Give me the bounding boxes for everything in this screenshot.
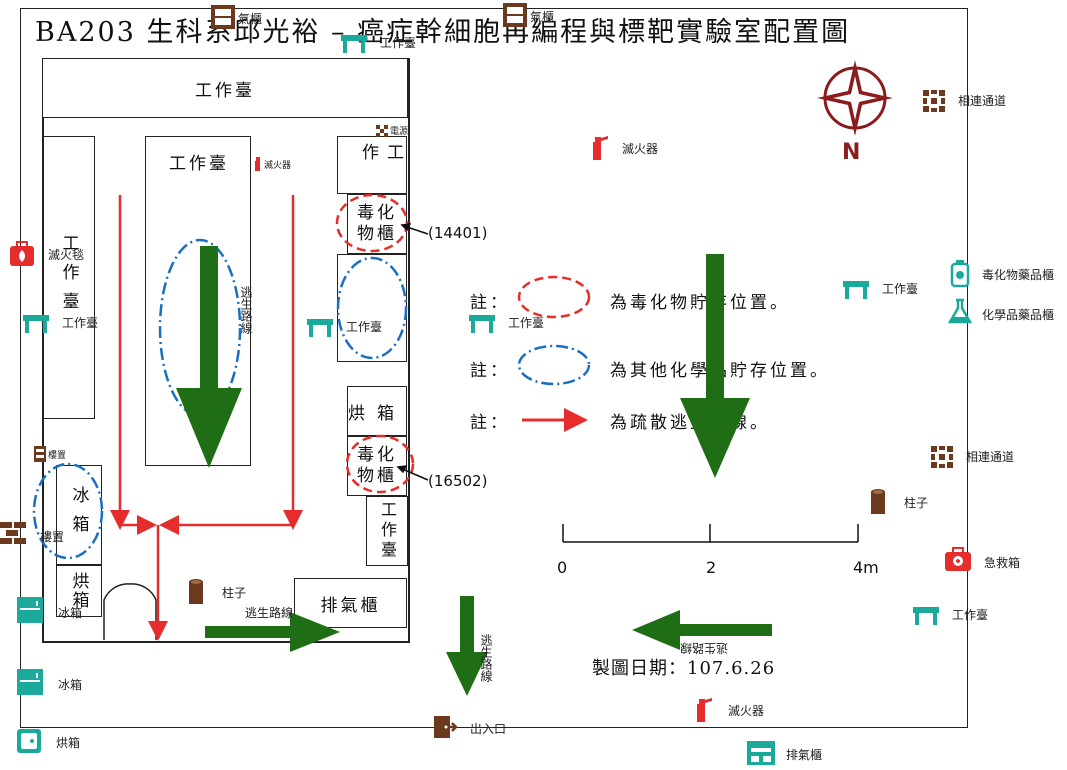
toxic-storage-marks	[335, 193, 591, 494]
bench-label-left: 工作臺	[62, 316, 99, 330]
drawing-date: 製圖日期：107.6.26	[592, 658, 776, 679]
note-prefix-2: 註：	[470, 361, 510, 381]
fume-hood-legend-label: 排氣櫃	[786, 748, 823, 762]
extinguisher-label-1: 滅火器	[622, 142, 659, 156]
escape-route-label-left: 逃生路線	[245, 606, 294, 620]
fridge-icon	[16, 596, 44, 628]
bench-icon	[306, 318, 334, 342]
connect-passage-icon	[921, 88, 947, 118]
gas-cabinet-icon	[502, 2, 528, 32]
right-bench-bottom: 工作臺	[366, 496, 408, 566]
gas-cabinet-label-1: 氣櫃	[238, 12, 263, 26]
bench-label-mid1: 工作臺	[346, 320, 383, 334]
wall-sink-label: 樓置	[40, 530, 65, 544]
compass-rose	[817, 60, 893, 136]
oven-icon	[16, 728, 42, 758]
entrance-label: 出入口	[470, 722, 507, 736]
bench-label-mid2: 工作臺	[508, 316, 545, 330]
chemical-flask-icon	[946, 298, 974, 330]
toxic-cabinet-icon	[950, 260, 970, 292]
scale-label-2: 2	[706, 558, 720, 577]
small-extinguisher-label: 滅火器	[264, 161, 292, 171]
bench-icon	[468, 314, 496, 338]
scale-bar	[562, 524, 859, 543]
oven-1: 烘箱	[347, 386, 407, 436]
page-title: BA203 生科系邱光裕 – 癌症幹細胞再編程與標靶實驗室配置圖	[35, 17, 851, 48]
fire-extinguisher-icon	[690, 696, 714, 728]
gas-cabinet-label-2: 氣櫃	[530, 10, 555, 24]
oven-2: 烘箱	[56, 565, 102, 617]
toxic-cabinet-2: 毒化物櫃	[347, 436, 407, 496]
gas-cabinet-icon	[210, 4, 236, 34]
left-bench: 工作臺	[43, 136, 95, 419]
first-aid-label: 急救箱	[984, 556, 1021, 570]
map-frame	[20, 8, 968, 728]
bench-icon	[22, 314, 50, 338]
sink-icon	[34, 446, 46, 466]
switch-icon	[376, 122, 388, 141]
pillar-label-left: 柱子	[222, 586, 247, 600]
sink-label: 樓置	[48, 451, 67, 461]
fridge-label-1: 冰箱	[58, 606, 83, 620]
scale-label-0: 0	[557, 558, 571, 577]
small-extinguisher-icon	[252, 156, 264, 176]
toxic-cabinet-2-id: (16502)	[428, 472, 488, 490]
door-swing	[103, 583, 157, 640]
fume-hood-icon	[746, 740, 776, 770]
switch-label: 電源	[390, 127, 409, 137]
oven-legend-label: 烘箱	[56, 736, 81, 750]
toxic-cabinet-2-label: 毒化物櫃	[357, 444, 397, 486]
chemical-cabinet-legend-label: 化學品藥品櫃	[982, 308, 1055, 322]
bench-label-top: 工作臺	[380, 36, 417, 50]
bench-icon	[340, 34, 368, 58]
fume-hood: 排氣櫃	[294, 578, 407, 628]
fridge-icon	[16, 668, 44, 700]
pillar-icon	[870, 488, 886, 520]
evacuation-routes	[110, 195, 303, 641]
bench-label-right: 工作臺	[882, 282, 919, 296]
first-aid-icon	[944, 546, 972, 576]
bench-label-right2: 工作臺	[952, 608, 989, 622]
entrance-door-icon	[432, 714, 458, 744]
connect-passage-icon	[929, 444, 955, 474]
bench-icon	[912, 606, 940, 630]
note-toxic: 為毒化物貯存位置。	[610, 293, 790, 313]
right-bench-top: 工作	[337, 136, 407, 194]
chemical-storage-marks	[32, 238, 591, 560]
top-bench: 工作臺	[42, 58, 408, 118]
note-prefix-1: 註：	[470, 293, 510, 313]
wall-icon	[0, 520, 28, 552]
center-bench: 工作臺	[145, 136, 251, 466]
bench-icon	[842, 280, 870, 304]
cabinet-pointers	[396, 223, 429, 481]
fire-blanket-icon	[8, 238, 36, 272]
center-bench-label: 工作臺	[169, 154, 229, 174]
toxic-cabinet-1-id: (14401)	[428, 224, 488, 242]
connect-passage-label-2: 相連通道	[966, 450, 1015, 464]
fire-blanket-label: 滅火毯	[48, 248, 85, 262]
fridge-label-2: 冰箱	[58, 678, 83, 692]
toxic-cabinet-legend-label: 毒化物藥品櫃	[982, 268, 1055, 282]
connect-passage-label-1: 相連通道	[958, 94, 1007, 108]
scale-label-4m: 4m	[853, 558, 879, 577]
fire-extinguisher-icon	[586, 134, 610, 166]
escape-route-label-bench: 逃生路線	[239, 286, 253, 334]
note-prefix-3: 註：	[470, 413, 510, 433]
compass-north-label: N	[842, 140, 864, 165]
pillar-label-right: 柱子	[904, 496, 929, 510]
extinguisher-label-2: 滅火器	[728, 704, 765, 718]
escape-route-label-center: 逃生路線	[479, 634, 493, 682]
toxic-cabinet-1-label: 毒化物櫃	[357, 202, 397, 244]
escape-route-label-right: 逃生路線	[680, 641, 729, 655]
pillar-icon	[188, 578, 204, 610]
green-escape-arrows	[176, 246, 772, 696]
